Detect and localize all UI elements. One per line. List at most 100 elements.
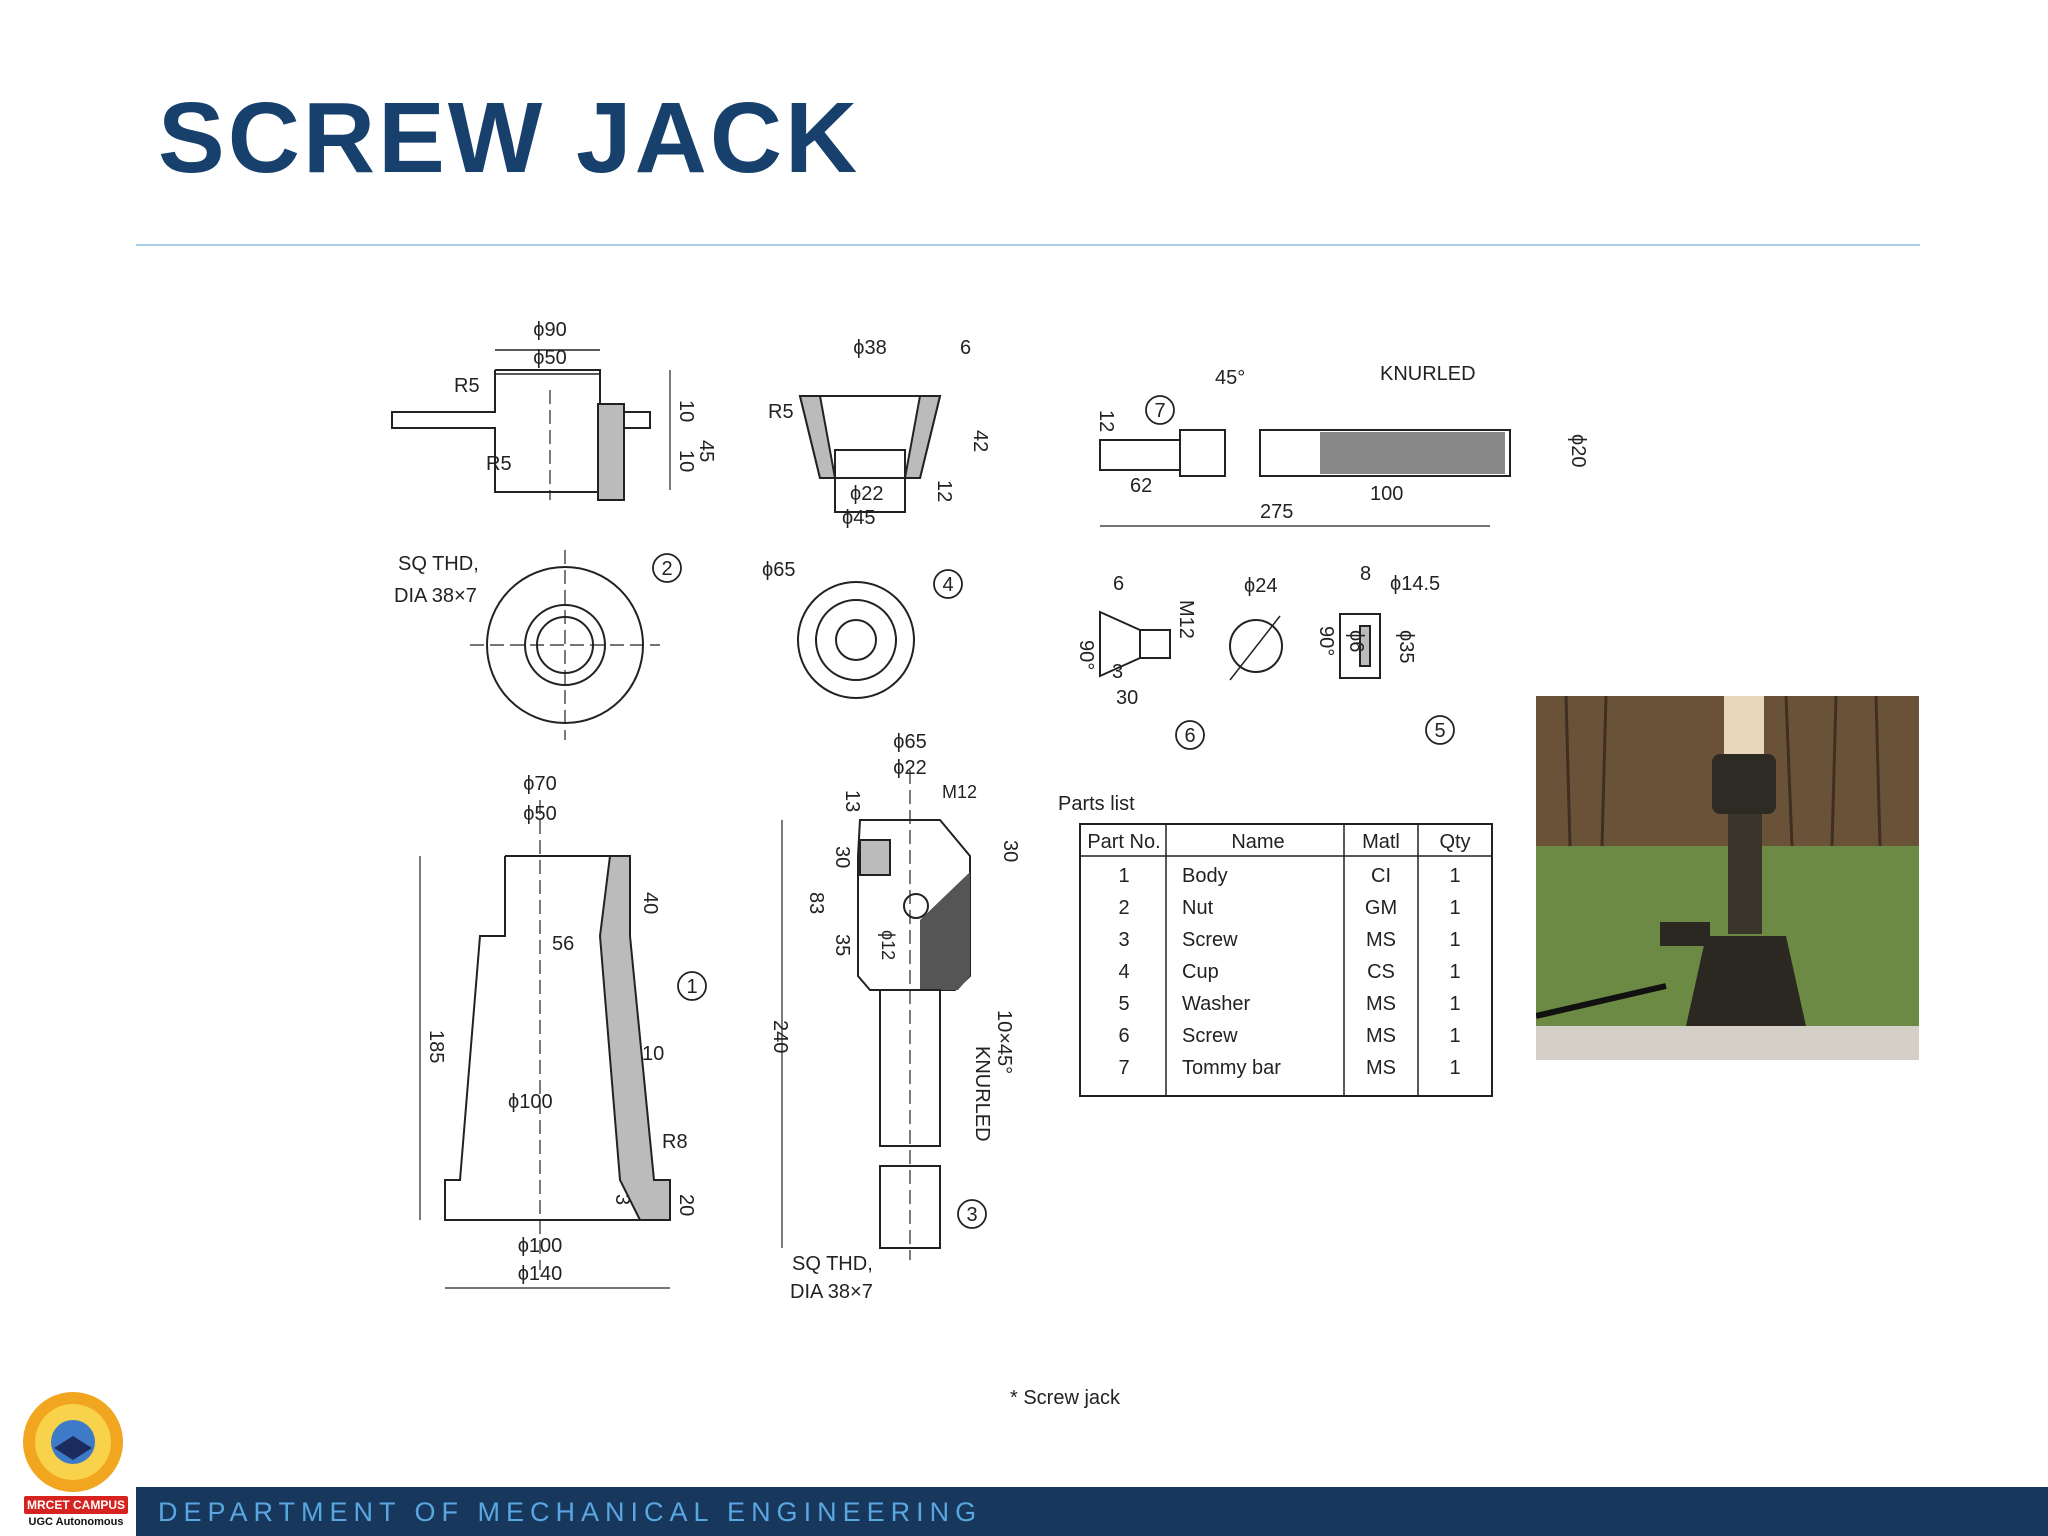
parts-table-header: Qty xyxy=(1439,831,1470,853)
parts-table-cell: 6 xyxy=(1118,1025,1129,1047)
parts-table-cell: 4 xyxy=(1118,961,1129,983)
part-number-1: 1 xyxy=(686,976,697,998)
dim-phi65: ϕ65 xyxy=(893,731,926,753)
dim-8: 8 xyxy=(1360,563,1371,585)
dim-m12: M12 xyxy=(1175,600,1197,639)
part-7-tommy-bar: 45° KNURLED 12 62 275 100 ϕ20 7 xyxy=(1095,363,1589,527)
dim-phi100-bottom: ϕ100 xyxy=(518,1235,563,1257)
dim-12: 12 xyxy=(1095,410,1117,432)
part-4-cup-top-view: ϕ65 4 xyxy=(762,559,963,699)
dim-phi70: ϕ70 xyxy=(523,773,556,795)
parts-table-cell: 1 xyxy=(1449,865,1460,887)
part3-thread-line2: DIA 38×7 xyxy=(790,1281,873,1303)
department-name: DEPARTMENT OF MECHANICAL ENGINEERING xyxy=(158,1497,983,1527)
dim-30-right: 30 xyxy=(999,840,1021,862)
parts-table-cell: Washer xyxy=(1182,993,1251,1015)
parts-table-header: Part No. xyxy=(1087,831,1160,853)
dim-phi35: ϕ35 xyxy=(1395,630,1417,663)
parts-table-cell: 1 xyxy=(1449,1057,1460,1079)
dim-phi50: ϕ50 xyxy=(533,347,566,369)
dim-phi140: ϕ140 xyxy=(518,1263,563,1285)
dim-10-bottom: 10 xyxy=(675,450,697,472)
dim-phi6: ϕ6 xyxy=(1345,630,1367,652)
dim-phi90: ϕ90 xyxy=(533,319,566,341)
part3-thread-line1: SQ THD, xyxy=(792,1253,873,1275)
parts-table-cell: 1 xyxy=(1449,961,1460,983)
dim-13: 13 xyxy=(841,790,863,812)
parts-table-cell: CS xyxy=(1367,961,1395,983)
knurled-label: KNURLED xyxy=(971,1046,993,1142)
dim-6: 6 xyxy=(960,337,971,359)
dim-r8: R8 xyxy=(662,1131,688,1153)
part-2-nut-section: ϕ90 ϕ50 R5 R5 10 10 45 xyxy=(391,319,717,501)
part-number-4: 4 xyxy=(942,574,953,596)
slide-title: SCREW JACK xyxy=(158,82,861,194)
part2-thread-line2: DIA 38×7 xyxy=(394,585,477,607)
dim-35: 35 xyxy=(831,934,853,956)
dim-phi24: ϕ24 xyxy=(1244,575,1277,597)
parts-table-cell: Screw xyxy=(1182,1025,1238,1047)
dim-r5-top: R5 xyxy=(454,375,480,397)
parts-table-cell: 2 xyxy=(1118,897,1129,919)
parts-table-cell: Tommy bar xyxy=(1182,1057,1281,1079)
engineering-drawing: ϕ90 ϕ50 R5 R5 10 10 45 SQ THD, DIA 38×7 … xyxy=(380,300,1620,1430)
parts-table-cell: 3 xyxy=(1118,929,1129,951)
parts-table-cell: 5 xyxy=(1118,993,1129,1015)
dim-10x45: 10×45° xyxy=(993,1010,1015,1074)
dim-3: 3 xyxy=(611,1194,633,1205)
college-logo: MRCET CAMPUS UGC Autonomous xyxy=(14,1388,132,1530)
dim-phi14-5: ϕ14.5 xyxy=(1390,573,1440,595)
parts-table-cell: CI xyxy=(1371,865,1391,887)
dim-20: 20 xyxy=(675,1194,697,1216)
parts-table-cell: Body xyxy=(1182,865,1228,887)
parts-table-cell: Screw xyxy=(1182,929,1238,951)
dim-185: 185 xyxy=(425,1030,447,1063)
parts-table-cell: 1 xyxy=(1449,1025,1460,1047)
parts-table-cell: 1 xyxy=(1118,865,1129,887)
title-divider xyxy=(136,244,1920,246)
parts-table-cell: MS xyxy=(1366,1057,1396,1079)
dim-30: 30 xyxy=(1116,687,1138,709)
dim-10: 10 xyxy=(642,1043,664,1065)
dim-90-deg: 90° xyxy=(1315,626,1337,656)
dim-phi100-top: ϕ100 xyxy=(508,1091,553,1113)
dim-phi12: ϕ12 xyxy=(878,930,898,960)
part-4-cup-section: ϕ38 6 R5 42 12 ϕ22 ϕ45 xyxy=(768,337,991,529)
dim-phi20: ϕ20 xyxy=(1567,434,1589,467)
dim-phi45: ϕ45 xyxy=(842,507,875,529)
figure-caption: * Screw jack xyxy=(1010,1387,1121,1409)
dim-275: 275 xyxy=(1260,501,1293,523)
dim-45: 45 xyxy=(695,440,717,462)
part-3-screw: ϕ65 ϕ22 M12 13 30 30 83 35 ϕ12 240 KNURL… xyxy=(769,731,1021,1303)
parts-table-cell: 1 xyxy=(1449,929,1460,951)
dim-12: 12 xyxy=(933,480,955,502)
parts-table-cell: Nut xyxy=(1182,897,1214,919)
dim-phi50: ϕ50 xyxy=(523,803,556,825)
parts-table-cell: MS xyxy=(1366,929,1396,951)
parts-table-cell: MS xyxy=(1366,993,1396,1015)
dim-40: 40 xyxy=(639,892,661,914)
logo-subtitle: UGC Autonomous xyxy=(28,1516,124,1528)
parts-table-cell: 1 xyxy=(1449,897,1460,919)
dim-100: 100 xyxy=(1370,483,1403,505)
parts-table-cell: 7 xyxy=(1118,1057,1129,1079)
parts-table-cell: Cup xyxy=(1182,961,1219,983)
part-number-5: 5 xyxy=(1434,720,1445,742)
part-6-screw: 6 M12 90° 3 30 ϕ24 6 xyxy=(1075,573,1283,750)
dim-10-top: 10 xyxy=(675,400,697,422)
parts-table-header: Name xyxy=(1231,831,1284,853)
part-number-6: 6 xyxy=(1184,725,1195,747)
dim-62: 62 xyxy=(1130,475,1152,497)
dim-6: 6 xyxy=(1113,573,1124,595)
dim-90-deg: 90° xyxy=(1075,640,1097,670)
dim-240: 240 xyxy=(769,1020,791,1053)
dim-phi22: ϕ22 xyxy=(850,483,883,505)
logo-badge: MRCET CAMPUS xyxy=(24,1496,128,1514)
part-number-2: 2 xyxy=(661,558,672,580)
knurled-label: KNURLED xyxy=(1380,363,1476,385)
dim-83: 83 xyxy=(805,892,827,914)
dim-m12: M12 xyxy=(942,782,977,802)
parts-table-header: Matl xyxy=(1362,831,1400,853)
dim-45-deg: 45° xyxy=(1215,367,1245,389)
dim-phi38: ϕ38 xyxy=(853,337,886,359)
